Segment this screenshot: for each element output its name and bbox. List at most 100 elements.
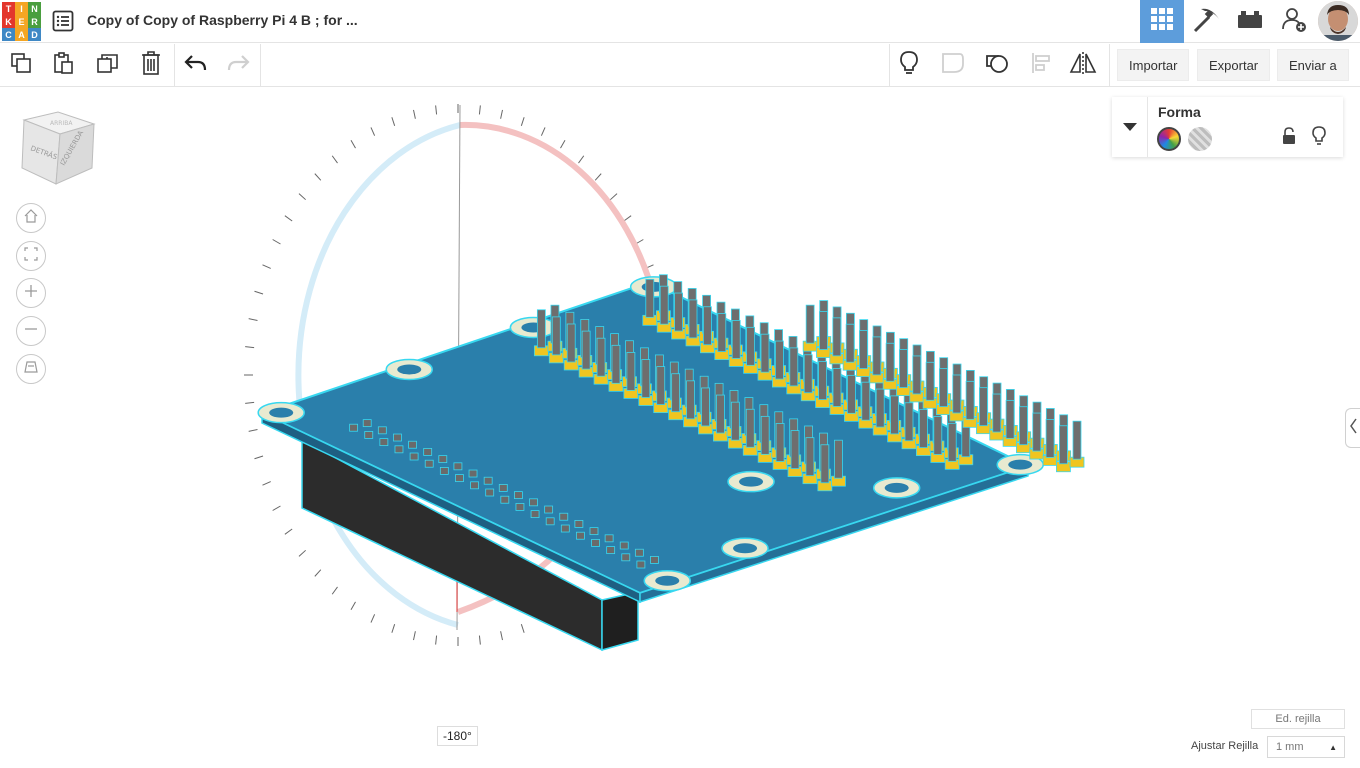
header-pin xyxy=(730,401,740,441)
3d-view-button[interactable] xyxy=(1140,0,1184,43)
ring-tick xyxy=(435,635,438,645)
ring-tick xyxy=(350,601,356,610)
header-pin xyxy=(566,323,576,363)
ring-tick xyxy=(272,239,281,245)
header-pin xyxy=(979,387,988,427)
export-button[interactable]: Exportar xyxy=(1197,49,1271,81)
logo-letter: E xyxy=(15,15,28,28)
undo-button[interactable] xyxy=(181,50,211,80)
ring-tick xyxy=(314,173,322,181)
visibility-bulb-icon[interactable] xyxy=(1312,126,1326,151)
solder-pad xyxy=(498,484,508,492)
header-pin xyxy=(859,330,868,369)
delete-button[interactable] xyxy=(136,50,166,80)
solder-pad xyxy=(455,474,464,483)
bricks-button[interactable] xyxy=(1228,0,1272,43)
solder-pad xyxy=(468,469,478,478)
document-list-icon[interactable] xyxy=(52,10,74,32)
solder-pad-grid xyxy=(349,419,659,569)
ring-tick xyxy=(540,127,546,136)
header-pin xyxy=(919,409,928,449)
rotation-ring-red-arc xyxy=(459,121,658,301)
home-view-button[interactable] xyxy=(16,203,46,233)
user-avatar[interactable] xyxy=(1318,1,1358,41)
header-pin xyxy=(745,408,755,448)
copy-button[interactable] xyxy=(6,50,36,80)
dark-block-side xyxy=(601,591,639,651)
align-button[interactable] xyxy=(1026,50,1056,80)
edit-grid-button[interactable]: Ed. rejilla xyxy=(1251,709,1345,729)
solder-pad xyxy=(619,541,629,550)
3d-workplane[interactable] xyxy=(0,88,1360,768)
ring-tick xyxy=(331,155,338,164)
header-pin xyxy=(760,415,770,455)
lightbulb-icon xyxy=(899,50,919,81)
header-pin xyxy=(1032,412,1042,452)
send-to-button[interactable]: Enviar a xyxy=(1277,49,1349,81)
zoom-out-button[interactable] xyxy=(16,316,46,346)
ring-tick xyxy=(331,586,338,595)
pin-headers xyxy=(533,274,1085,492)
select-arrow-icon: ▲ xyxy=(1329,743,1337,752)
undo-icon xyxy=(184,53,208,78)
ring-tick xyxy=(478,635,481,645)
mounting-hole-center xyxy=(269,407,294,418)
rotation-angle-readout: -180° xyxy=(437,726,478,746)
header-pin xyxy=(536,309,546,349)
ring-tick xyxy=(370,127,376,136)
collapse-panel-button[interactable] xyxy=(1112,97,1148,157)
mirror-button[interactable] xyxy=(1068,50,1098,80)
ring-tick xyxy=(245,401,255,404)
codeblocks-button[interactable] xyxy=(1184,0,1228,43)
document-title[interactable]: Copy of Copy of Raspberry Pi 4 B ; for .… xyxy=(87,12,358,28)
header-pin xyxy=(659,285,669,325)
logo-letter: T xyxy=(2,2,15,15)
mounting-hole-center xyxy=(397,364,422,375)
header-pin xyxy=(686,380,695,420)
ring-tick xyxy=(413,109,416,119)
ring-tick xyxy=(254,455,264,460)
header-pin xyxy=(861,381,871,421)
logo-letter: I xyxy=(15,2,28,15)
logo-letter: A xyxy=(15,28,28,41)
add-user-button[interactable] xyxy=(1272,0,1316,43)
ring-tick xyxy=(560,140,566,149)
viewcube-top-label: ARRIBA xyxy=(50,120,73,127)
snap-grid-select[interactable]: 1 mm ▲ xyxy=(1267,736,1345,758)
header-pin xyxy=(890,395,899,435)
ungroup-button[interactable] xyxy=(982,50,1012,80)
copy-icon xyxy=(9,51,33,80)
header-pin xyxy=(775,423,785,462)
fit-view-button[interactable] xyxy=(16,241,46,271)
notes-button[interactable] xyxy=(894,50,924,80)
ring-tick xyxy=(284,528,293,535)
header-pin xyxy=(1019,406,1028,446)
zoom-in-button[interactable] xyxy=(16,278,46,308)
solder-pad xyxy=(377,426,387,435)
solder-pad xyxy=(408,440,417,449)
view-cube[interactable]: DETRÁS IZQUIERDA ARRIBA xyxy=(20,110,96,190)
ring-tick xyxy=(500,109,503,119)
solid-color-swatch[interactable] xyxy=(1157,127,1181,151)
group-button[interactable] xyxy=(938,50,968,80)
import-button[interactable]: Importar xyxy=(1117,49,1190,81)
duplicate-button[interactable] xyxy=(93,50,123,80)
paste-button[interactable] xyxy=(48,50,78,80)
mounting-hole-center xyxy=(655,575,680,586)
unlock-icon[interactable] xyxy=(1282,127,1296,150)
perspective-button[interactable] xyxy=(16,354,46,384)
ring-tick xyxy=(314,569,322,577)
header-pin xyxy=(803,354,813,394)
hole-swatch[interactable] xyxy=(1188,127,1212,151)
plus-icon xyxy=(24,284,38,303)
ring-tick xyxy=(391,624,396,633)
header-pin xyxy=(912,355,922,395)
minus-icon xyxy=(24,322,38,341)
mounting-hole-center xyxy=(884,482,909,493)
header-pin xyxy=(731,320,741,359)
shape-title: Forma xyxy=(1158,104,1201,120)
ring-tick xyxy=(520,117,525,126)
collapse-sidebar-handle[interactable] xyxy=(1345,408,1360,448)
redo-button[interactable] xyxy=(223,50,253,80)
